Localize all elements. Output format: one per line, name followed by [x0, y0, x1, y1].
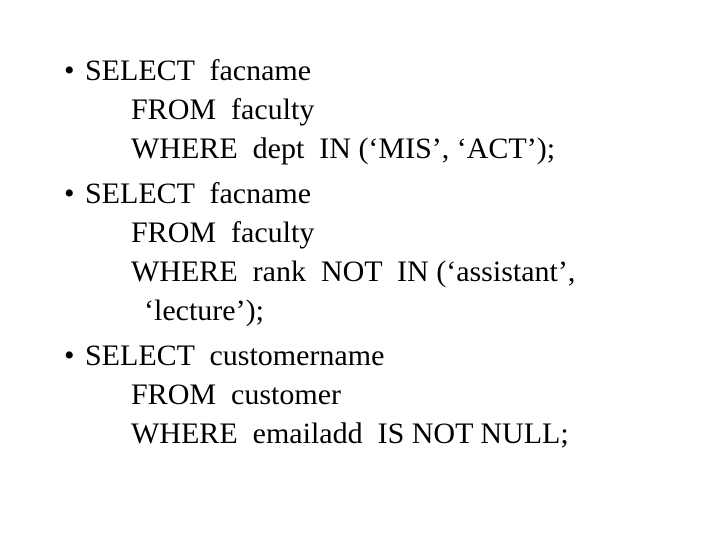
sql-line: WHERE rank NOT IN (‘assistant’,: [131, 255, 576, 288]
bullet-line: • SELECT customername: [64, 336, 720, 375]
bullet-icon: •: [64, 339, 75, 372]
sql-line: WHERE dept IN (‘MIS’, ‘ACT’);: [131, 132, 556, 165]
bullet-item: • SELECT customername FROM customer WHERE…: [0, 336, 720, 453]
bullet-item: • SELECT facname FROM faculty WHERE rank …: [0, 174, 720, 330]
bullet-line: • SELECT facname: [64, 174, 720, 213]
bullet-item: • SELECT facname FROM faculty WHERE dept …: [0, 51, 720, 168]
sql-line: SELECT facname: [85, 54, 312, 87]
sql-line: FROM customer: [131, 378, 341, 411]
sql-line: SELECT customername: [85, 339, 385, 372]
sql-line: WHERE emailadd IS NOT NULL;: [131, 417, 569, 450]
sql-line: FROM faculty: [131, 216, 315, 249]
bullet-icon: •: [64, 54, 75, 87]
sql-line: FROM faculty: [131, 93, 315, 126]
bullet-line: • SELECT facname: [64, 51, 720, 90]
bullet-icon: •: [64, 177, 75, 210]
sql-line: SELECT facname: [85, 177, 312, 210]
sql-line: ‘lecture’);: [144, 294, 264, 327]
